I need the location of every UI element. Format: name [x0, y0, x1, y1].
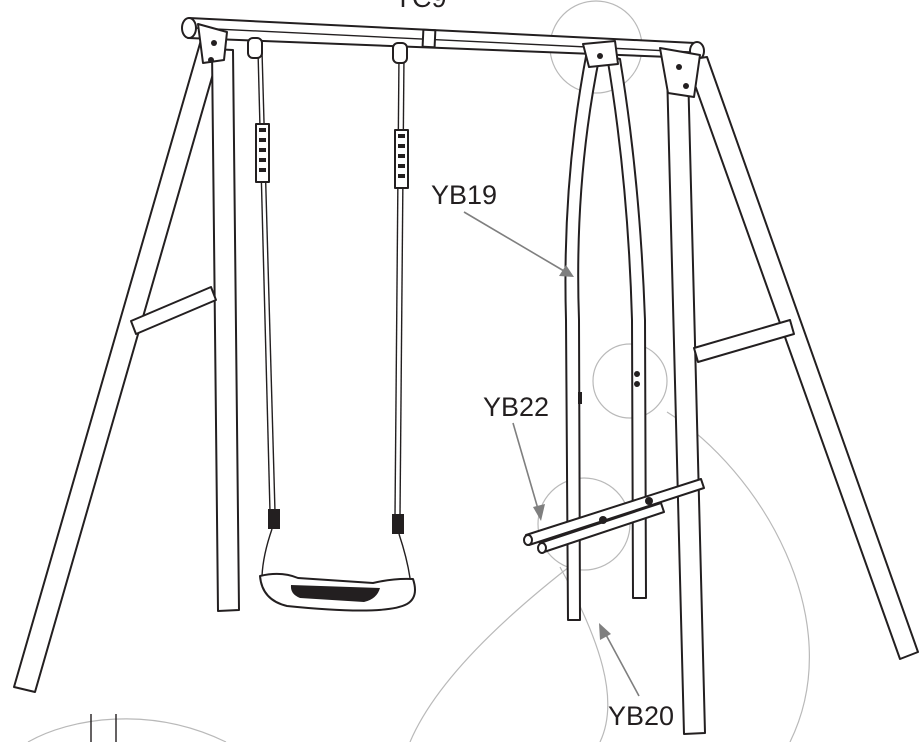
yb22-arrow-icon: [533, 504, 545, 521]
detail-arc-center: [409, 559, 579, 742]
right-outer-leg: [685, 56, 919, 660]
yb22-rung-end-2: [537, 542, 547, 554]
detail-arc-right-large: [666, 411, 810, 742]
rail-bolt-2: [634, 381, 640, 387]
swing-clip-left: [268, 509, 280, 529]
left-outer-leg: [13, 39, 222, 693]
detail-arc-bottom-left: [27, 718, 227, 742]
yb19-arrow-icon: [559, 265, 574, 277]
right-crossbar: [693, 319, 795, 363]
right-bracket-bolt-2: [683, 83, 689, 89]
rail-bolt-1: [634, 371, 640, 377]
swing-rope-right: [394, 54, 400, 517]
yb22-rung-end: [523, 534, 533, 546]
swing-strap-right: [398, 533, 411, 579]
top-beam-left-end: [181, 17, 197, 39]
label-yb20: YB20: [608, 701, 674, 731]
part-labels: YC9 YB19 YB22 YB20: [394, 0, 674, 731]
left-inner-leg: [211, 48, 240, 612]
swing-chain-right-pattern: [398, 134, 405, 178]
swing-strap-left: [261, 528, 273, 577]
left-bracket-bolt-2: [208, 57, 214, 63]
label-yb19: YB19: [431, 180, 497, 210]
label-yc9: YC9: [394, 0, 447, 13]
rung-bolt-2: [645, 497, 653, 505]
swing-hook-right: [392, 42, 408, 64]
left-a-frame: [13, 23, 240, 693]
swing-chain-left-pattern: [259, 128, 266, 172]
left-crossbar: [130, 286, 217, 335]
swing-seat-grip: [290, 585, 380, 602]
rail-bolt-3: [578, 392, 582, 404]
swing-rope-right-2: [399, 54, 405, 517]
pointers: [463, 211, 640, 697]
yb19-right-rail: [606, 55, 647, 599]
swing: [247, 37, 416, 612]
detail-circle-middle: [592, 343, 668, 419]
top-beam-joint-center: [421, 28, 437, 49]
ladder-top-bolt: [597, 53, 603, 59]
swing-chain-left: [255, 123, 270, 183]
yb22-pointer-line: [512, 422, 539, 510]
right-inner-leg: [666, 69, 706, 735]
right-a-frame: [659, 47, 919, 735]
label-yb22: YB22: [483, 392, 549, 422]
yb20-arrow-icon: [599, 623, 611, 640]
right-top-bracket: [659, 47, 701, 98]
swing-hook-left: [247, 37, 263, 59]
yb19-pointer-line: [463, 211, 565, 272]
rung-bolt-1: [599, 516, 607, 524]
swing-chain-right: [394, 129, 409, 189]
swing-clip-right: [392, 514, 404, 534]
yb20-pointer-line: [604, 632, 640, 697]
yb19-left-rail: [564, 50, 601, 621]
left-bracket-bolt: [211, 40, 217, 46]
ladder-assembly: [523, 40, 705, 621]
detail-circles: [27, 0, 810, 742]
yb22-rung-front: [525, 478, 705, 546]
right-bracket-bolt: [676, 64, 682, 70]
